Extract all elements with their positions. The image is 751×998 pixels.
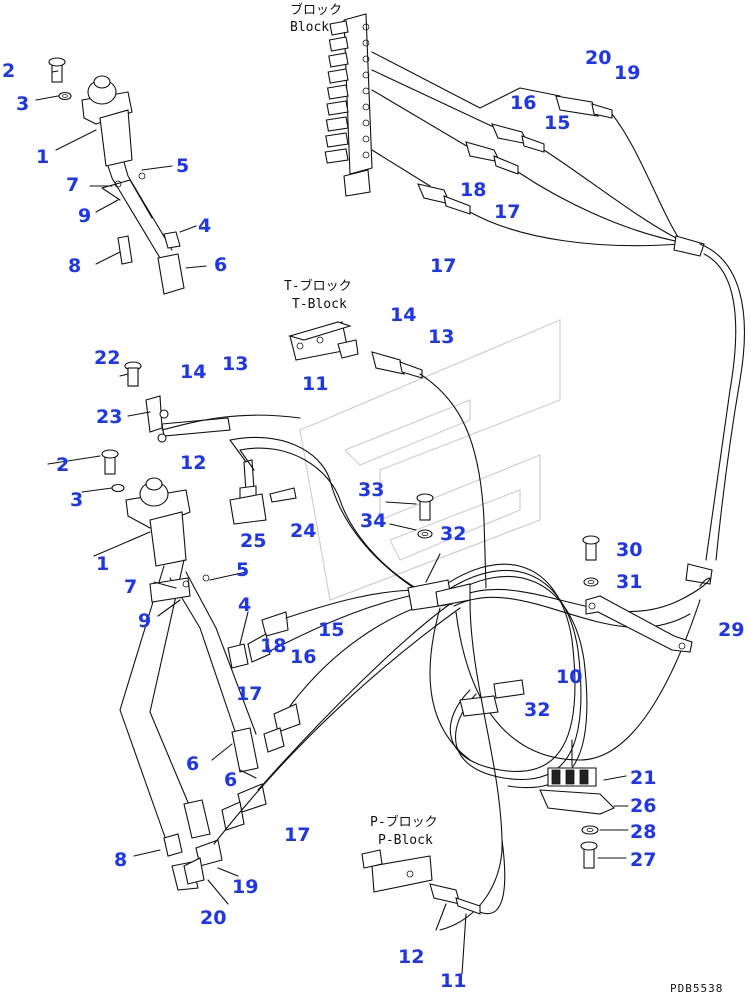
callout-17: 17: [284, 824, 310, 846]
t-block-caption-en: T-Block: [292, 297, 347, 312]
callout-27: 27: [630, 849, 656, 871]
callout-4: 4: [198, 215, 211, 237]
callout-20: 20: [200, 907, 226, 929]
callout-6: 6: [214, 254, 227, 276]
callout-13: 13: [428, 326, 454, 348]
callout-3: 3: [70, 489, 83, 511]
callout-25: 25: [240, 530, 266, 552]
block-assembly: [324, 13, 745, 585]
p-block-assembly: [361, 839, 506, 975]
p-block-caption: P-ブロック P-Block: [370, 814, 438, 848]
callout-8: 8: [68, 255, 81, 277]
p-block-caption-en: P-Block: [378, 833, 433, 848]
callout-15: 15: [318, 619, 344, 641]
callout-10: 10: [556, 666, 582, 688]
callout-17: 17: [494, 201, 520, 223]
block-port: [362, 71, 370, 79]
callout-21: 21: [630, 767, 656, 789]
block-port: [362, 119, 370, 127]
callout-32: 32: [440, 523, 466, 545]
callout-14: 14: [390, 304, 416, 326]
t-block-assembly: [288, 321, 485, 521]
callout-13: 13: [222, 353, 248, 375]
callout-2: 2: [2, 60, 15, 82]
callout-24: 24: [290, 520, 316, 542]
callout-22: 22: [94, 347, 120, 369]
block-fitting: [327, 68, 349, 84]
callout-4: 4: [238, 594, 251, 616]
block-port: [362, 87, 370, 95]
clamp-bracket-21-26: [539, 739, 629, 869]
block-fitting: [325, 116, 349, 132]
callout-11: 11: [302, 373, 328, 395]
callout-23: 23: [96, 406, 122, 428]
callout-11: 11: [440, 970, 466, 992]
callout-32: 32: [524, 699, 550, 721]
callout-28: 28: [630, 821, 656, 843]
callout-1: 1: [36, 146, 49, 168]
block-caption: ブロック Block: [290, 2, 342, 35]
block-port: [362, 151, 370, 159]
block-fitting: [328, 36, 349, 52]
callout-3: 3: [16, 93, 29, 115]
callout-18: 18: [260, 635, 286, 657]
callout-20: 20: [585, 47, 611, 69]
callout-17: 17: [236, 683, 262, 705]
callout-17: 17: [430, 255, 456, 277]
t-block-caption: T-ブロック T-Block: [284, 278, 352, 312]
callouts: 2 3 1 5 7 9 4 8 6 20 19 16 15 18 17 17 1…: [2, 47, 744, 992]
block-port: [362, 103, 370, 111]
block-port: [362, 135, 370, 143]
block-caption-en: Block: [290, 20, 329, 35]
callout-34: 34: [360, 510, 386, 532]
callout-12: 12: [180, 452, 206, 474]
block-port: [362, 39, 370, 47]
callout-5: 5: [236, 559, 249, 581]
block-fitting: [326, 84, 349, 100]
bolt-33: [385, 493, 441, 583]
bolt-30: [582, 535, 600, 587]
watermark-logo: [299, 319, 561, 601]
block-caption-jp: ブロック: [290, 2, 342, 18]
callout-26: 26: [630, 795, 656, 817]
callout-7: 7: [124, 576, 137, 598]
callout-29: 29: [718, 619, 744, 641]
callout-16: 16: [510, 92, 536, 114]
block-fitting: [326, 100, 349, 116]
callout-18: 18: [460, 179, 486, 201]
block-fitting: [324, 148, 349, 164]
block-fitting: [325, 132, 349, 148]
callout-2: 2: [56, 454, 69, 476]
drawing-code: PDB5538: [670, 982, 723, 995]
callout-31: 31: [616, 571, 642, 593]
block-port: [362, 55, 370, 63]
block-port: [362, 23, 370, 31]
upper-ppc-valve: [35, 57, 207, 295]
callout-5: 5: [176, 155, 189, 177]
block-fitting: [328, 52, 349, 68]
callout-9: 9: [78, 205, 91, 227]
callout-19: 19: [232, 876, 258, 898]
callout-8: 8: [114, 849, 127, 871]
callout-9: 9: [138, 610, 151, 632]
block-fitting: [329, 20, 349, 36]
callout-19: 19: [614, 62, 640, 84]
p-block-caption-jp: P-ブロック: [370, 814, 438, 830]
callout-6: 6: [224, 769, 237, 791]
callout-12: 12: [398, 946, 424, 968]
callout-15: 15: [544, 112, 570, 134]
bolt-22: [119, 367, 151, 417]
t-block-caption-jp: T-ブロック: [284, 278, 352, 294]
hose-bundle: [407, 519, 711, 931]
callout-30: 30: [616, 539, 642, 561]
callout-14: 14: [180, 361, 206, 383]
bracket-29: [585, 595, 693, 653]
callout-7: 7: [66, 174, 79, 196]
callout-33: 33: [358, 479, 384, 501]
callout-6: 6: [186, 753, 199, 775]
callout-16: 16: [290, 646, 316, 668]
callout-1: 1: [96, 553, 109, 575]
